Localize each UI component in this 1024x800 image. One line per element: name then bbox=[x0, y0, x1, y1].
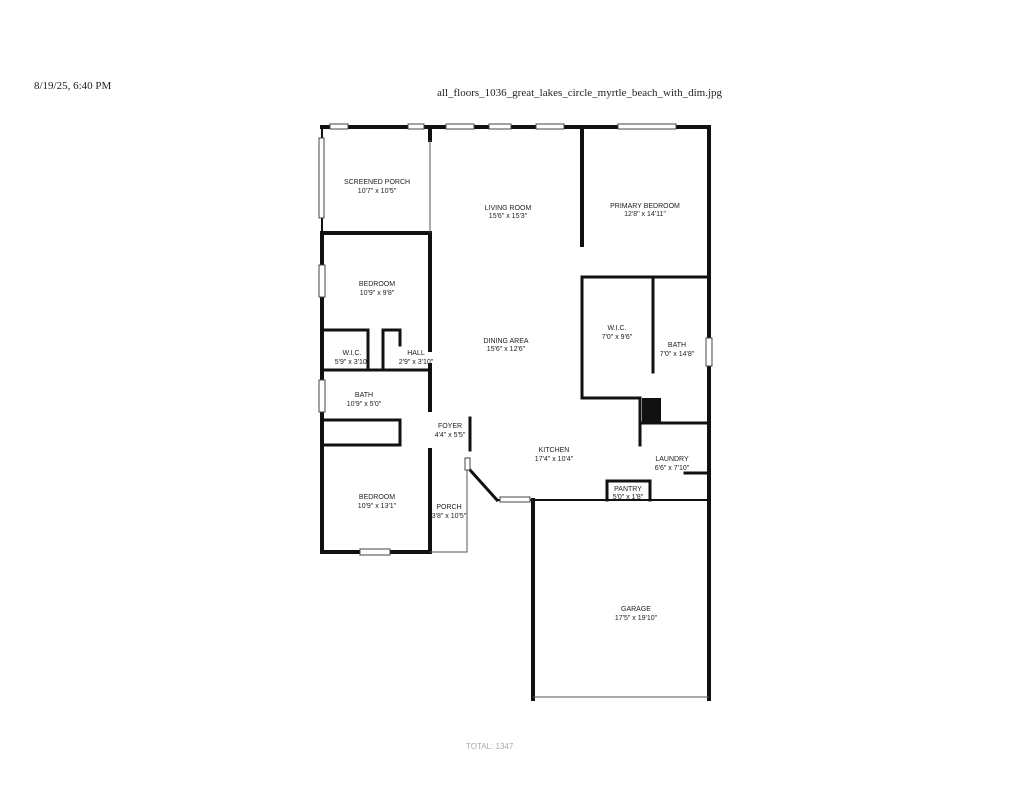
room-porch: PORCH 3'8" x 10'5" bbox=[432, 504, 467, 520]
room-name: HALL bbox=[407, 350, 425, 357]
room-name: GARAGE bbox=[621, 606, 651, 613]
room-dimensions: 15'6" x 15'3" bbox=[489, 213, 528, 220]
room-screened-porch: SCREENED PORCH 10'7" x 10'5" bbox=[344, 179, 410, 195]
room-dimensions: 10'9" x 9'8" bbox=[360, 290, 395, 297]
room-wic-1: W.I.C. 5'9" x 3'10" bbox=[335, 350, 370, 366]
faded-total-text: TOTAL: 1347 bbox=[466, 742, 514, 751]
room-name: PORCH bbox=[436, 504, 461, 511]
room-dimensions: 17'5" x 19'10" bbox=[615, 615, 658, 622]
room-dimensions: 4'4" x 5'5" bbox=[435, 432, 466, 439]
room-dimensions: 17'4" x 10'4" bbox=[535, 456, 574, 463]
walls bbox=[320, 125, 711, 701]
room-garage: GARAGE 17'5" x 19'10" bbox=[615, 606, 658, 622]
print-timestamp: 8/19/25, 6:40 PM bbox=[34, 80, 112, 92]
room-dimensions: 3'8" x 10'5" bbox=[432, 513, 467, 520]
room-name: FOYER bbox=[438, 423, 462, 430]
room-dimensions: 10'7" x 10'5" bbox=[358, 188, 397, 195]
room-bath-1: BATH 10'9" x 5'0" bbox=[347, 392, 382, 408]
room-pantry: PANTRY 5'0" x 1'8" bbox=[613, 486, 644, 501]
room-name: SCREENED PORCH bbox=[344, 179, 410, 186]
windows bbox=[318, 123, 713, 556]
room-name: BEDROOM bbox=[359, 494, 395, 501]
room-name: W.I.C. bbox=[342, 350, 361, 357]
room-wic-2: W.I.C. 7'0" x 9'6" bbox=[602, 325, 633, 341]
room-name: BATH bbox=[355, 392, 373, 399]
room-dimensions: 7'0" x 14'8" bbox=[660, 351, 695, 358]
room-name: PRIMARY BEDROOM bbox=[610, 203, 680, 210]
room-name: W.I.C. bbox=[607, 325, 626, 332]
room-dimensions: 5'9" x 3'10" bbox=[335, 359, 370, 366]
room-name: DINING AREA bbox=[483, 338, 528, 345]
room-dimensions: 6'6" x 7'10" bbox=[655, 465, 690, 472]
room-laundry: LAUNDRY 6'6" x 7'10" bbox=[655, 456, 690, 472]
room-dimensions: 7'0" x 9'6" bbox=[602, 334, 633, 341]
image-filename: all_floors_1036_great_lakes_circle_myrtl… bbox=[437, 87, 723, 99]
room-dimensions: 10'9" x 5'0" bbox=[347, 401, 382, 408]
room-name: BATH bbox=[668, 342, 686, 349]
room-name: BEDROOM bbox=[359, 281, 395, 288]
room-kitchen: KITCHEN 17'4" x 10'4" bbox=[535, 447, 574, 463]
room-dimensions: 5'0" x 1'8" bbox=[613, 494, 644, 501]
room-dimensions: 15'6" x 12'6" bbox=[487, 346, 526, 353]
room-name: KITCHEN bbox=[539, 447, 570, 454]
room-foyer: FOYER 4'4" x 5'5" bbox=[435, 423, 466, 439]
room-name: LIVING ROOM bbox=[485, 205, 532, 212]
room-hall: HALL 2'9" x 3'10" bbox=[399, 350, 434, 366]
room-bedroom-1: BEDROOM 10'9" x 9'8" bbox=[359, 281, 395, 297]
room-name: LAUNDRY bbox=[655, 456, 689, 463]
room-bedroom-2: BEDROOM 10'9" x 13'1" bbox=[358, 494, 397, 510]
mechanical-block bbox=[642, 398, 661, 422]
room-name: PANTRY bbox=[614, 486, 642, 493]
room-dining-area: DINING AREA 15'6" x 12'6" bbox=[483, 338, 528, 353]
room-primary-bedroom: PRIMARY BEDROOM 12'8" x 14'11" bbox=[610, 203, 680, 218]
room-dimensions: 12'8" x 14'11" bbox=[624, 211, 666, 218]
room-bath-2: BATH 7'0" x 14'8" bbox=[660, 342, 695, 358]
room-living-room: LIVING ROOM 15'6" x 15'3" bbox=[485, 205, 532, 220]
room-dimensions: 10'9" x 13'1" bbox=[358, 503, 397, 510]
room-dimensions: 2'9" x 3'10" bbox=[399, 359, 434, 366]
